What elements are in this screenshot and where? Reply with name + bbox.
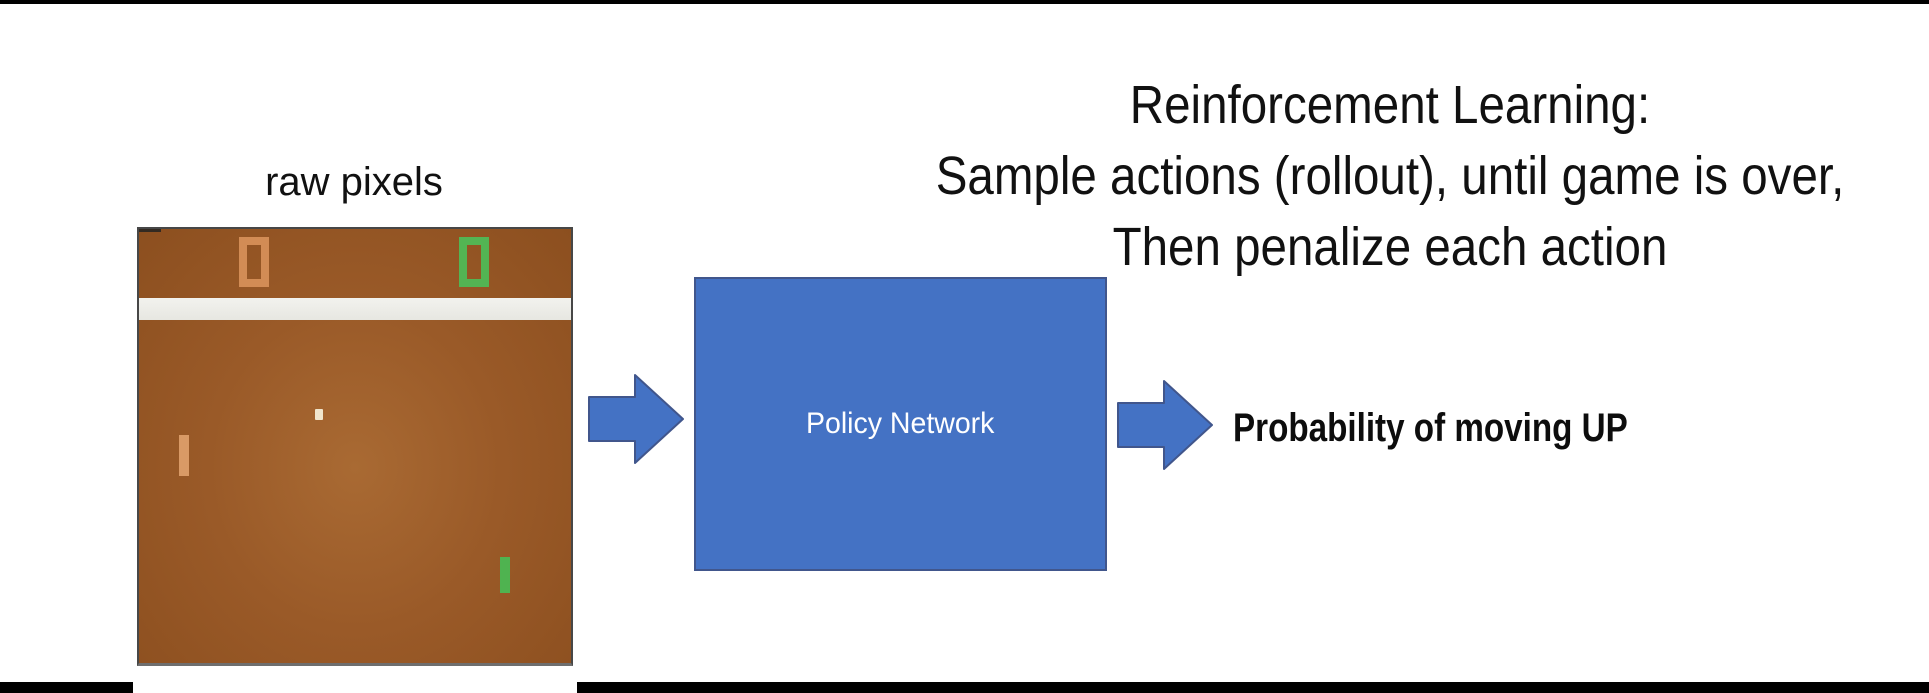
probability-output-label: Probability of moving UP <box>1233 406 1628 450</box>
screen-corner-artifact <box>139 229 161 232</box>
slide-title-line-1: Reinforcement Learning: <box>1129 75 1651 135</box>
slide-title-line-3: Then penalize each action <box>1112 217 1668 277</box>
score-right-zero <box>459 237 489 287</box>
policy-network-label: Policy Network <box>806 407 995 440</box>
top-letterbox-bar <box>0 0 1929 4</box>
left-paddle <box>179 435 189 476</box>
pong-ball <box>315 409 323 420</box>
slide-title-line-2: Sample actions (rollout), until game is … <box>935 146 1845 206</box>
bottom-letterbox-bar <box>0 682 1929 693</box>
policy-network-box: Policy Network <box>694 277 1107 571</box>
pong-game-screenshot <box>137 227 573 666</box>
raw-pixels-label: raw pixels <box>265 160 443 204</box>
white-stripe <box>139 298 571 320</box>
slide-title: Reinforcement Learning: Sample actions (… <box>915 70 1865 283</box>
right-paddle <box>500 557 510 593</box>
score-left-zero <box>239 237 269 287</box>
right-arrow-icon <box>588 374 684 464</box>
right-arrow-icon <box>1117 380 1213 470</box>
bottom-bar-white-gap <box>133 682 577 693</box>
